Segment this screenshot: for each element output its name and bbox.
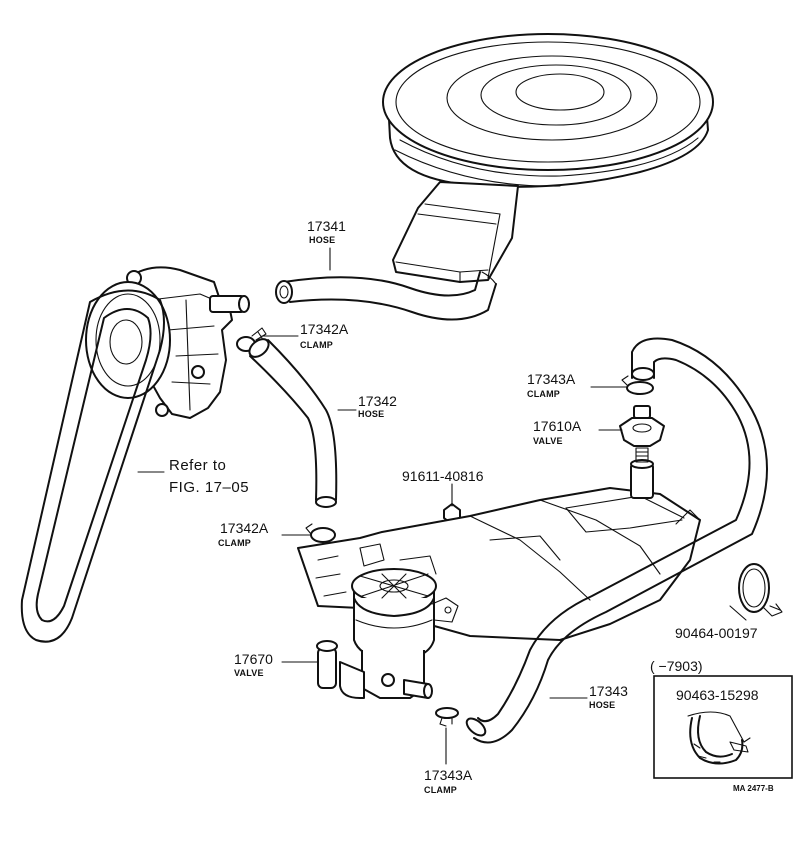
- part-name-17343a-bottom: CLAMP: [424, 785, 457, 795]
- part-name-17670: VALVE: [234, 668, 264, 678]
- part-number-17342a-mid: 17342A: [220, 520, 269, 536]
- part-name-17343: HOSE: [589, 700, 616, 710]
- part-number-90464-00197: 90464-00197: [675, 625, 758, 641]
- part-number-90463-15298: 90463-15298: [676, 687, 759, 703]
- hose-17343: [465, 337, 768, 744]
- belt-reference-line1: Refer to: [169, 457, 227, 474]
- drive-belt: [20, 289, 165, 643]
- check-valve-17610a: [619, 405, 665, 499]
- part-number-17343a-top: 17343A: [527, 371, 576, 387]
- drawing-code: MA 2477-B: [733, 784, 774, 793]
- hose-17341: [275, 271, 497, 321]
- part-name-17341: HOSE: [309, 235, 336, 245]
- part-number-17610a: 17610A: [533, 418, 582, 434]
- air-valve-17670: [316, 568, 459, 699]
- hose-band-90464: [738, 563, 783, 617]
- part-name-17610a: VALVE: [533, 436, 563, 446]
- part-name-17342a-top: CLAMP: [300, 340, 333, 350]
- part-name-17342: HOSE: [358, 409, 385, 419]
- inset-frame: [653, 675, 793, 779]
- part-number-17342a-top: 17342A: [300, 321, 349, 337]
- clamp-17343a-top: [621, 375, 654, 395]
- part-number-17670: 17670: [234, 651, 273, 667]
- part-number-17341: 17341: [307, 218, 346, 234]
- clamp-17342a-mid: [305, 523, 336, 543]
- belt-reference-line2: FIG. 17–05: [169, 479, 250, 496]
- part-number-17343a-bottom: 17343A: [424, 767, 473, 783]
- leader-lines: [137, 247, 747, 765]
- pulley: [85, 281, 171, 399]
- clamp-17343a-bottom: [435, 707, 459, 727]
- part-number-17343: 17343: [589, 683, 628, 699]
- part-name-17343a-top: CLAMP: [527, 389, 560, 399]
- hose-17342: [248, 338, 338, 508]
- inset-caption: ( −7903): [650, 658, 703, 674]
- part-number-91611-40816: 91611-40816: [402, 468, 484, 484]
- part-name-17342a-mid: CLAMP: [218, 538, 251, 548]
- part-number-17342: 17342: [358, 393, 397, 409]
- air-cleaner: [382, 33, 714, 283]
- hose-band-90463: [687, 711, 751, 765]
